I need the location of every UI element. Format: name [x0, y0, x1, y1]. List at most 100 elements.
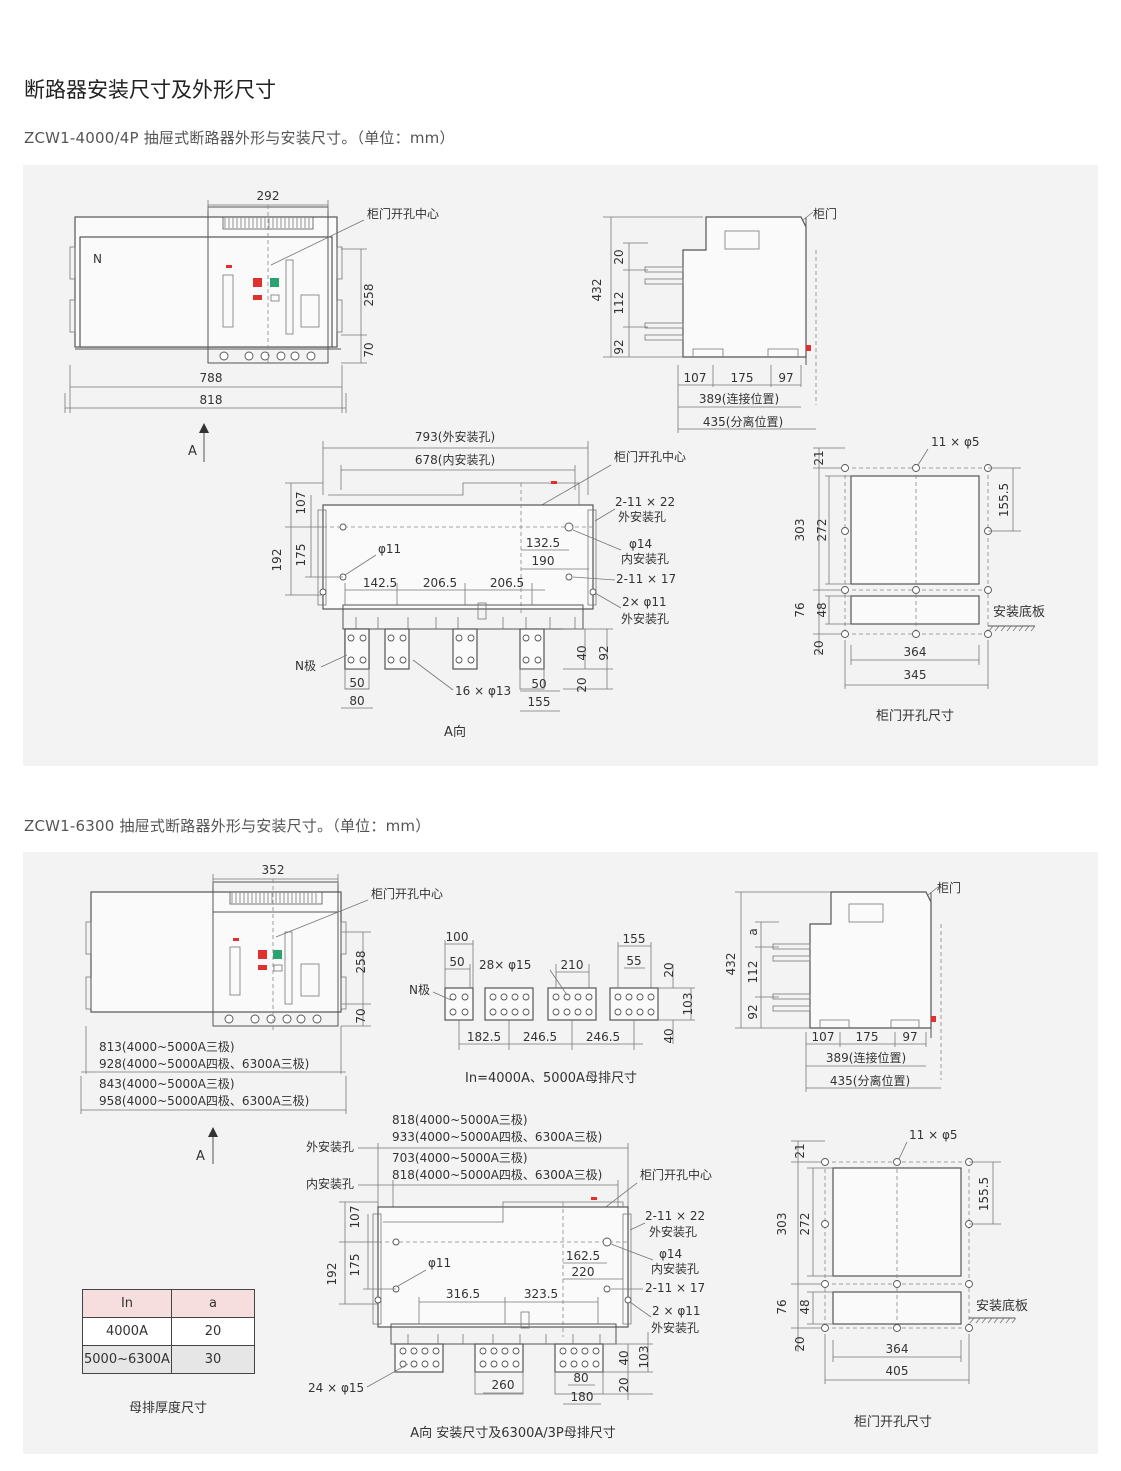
holes-11phi5: 11 × φ5: [931, 435, 980, 449]
dim-364: 364: [904, 645, 927, 659]
dim-303: 303: [775, 1213, 789, 1236]
dim-345: 345: [904, 668, 927, 682]
dim-142-5: 142.5: [363, 576, 397, 590]
dim-40: 40: [617, 1350, 631, 1365]
table-header-in: In: [82, 1289, 172, 1318]
dim-107: 107: [684, 371, 707, 385]
dim-103: 103: [637, 1346, 651, 1369]
inner-hole-label: 内安装孔: [621, 551, 669, 566]
busbar-thickness-table: In a 4000A 20 5000~6300A 30: [82, 1289, 255, 1374]
dim-323-5: 323.5: [524, 1287, 558, 1301]
dim-206-5-a: 206.5: [423, 576, 457, 590]
holes-2phi11: 2× φ11: [622, 595, 667, 609]
base-plate-label: 安装底板: [976, 1298, 1028, 1314]
holes-28phi15: 28× φ15: [479, 958, 531, 972]
holes-16phi13: 16 × φ13: [455, 684, 511, 698]
cutout-caption: 柜门开孔尺寸: [854, 1415, 932, 1430]
cutout-caption: 柜门开孔尺寸: [876, 709, 954, 724]
section2-panel: 352 柜门开孔中心 258 70 813(4000~5000A三极) 928(…: [23, 852, 1098, 1454]
front-view-6300: 352 柜门开孔中心 258 70 813(4000~5000A三极) 928(…: [80, 863, 443, 1164]
door-label: 柜门: [813, 206, 837, 221]
dim-818: 818: [200, 393, 223, 407]
dim-20: 20: [575, 677, 589, 692]
dim-364: 364: [886, 1342, 909, 1356]
page-title: 断路器安装尺寸及外形尺寸: [24, 78, 276, 102]
dim-20: 20: [617, 1377, 631, 1392]
dim-112: 112: [612, 292, 626, 315]
dim-220: 220: [572, 1265, 595, 1279]
dim-92: 92: [612, 339, 626, 354]
dim-155: 155: [623, 932, 646, 946]
dim-272: 272: [798, 1213, 812, 1236]
door-center-label: 柜门开孔中心: [371, 886, 443, 901]
dim-112: 112: [746, 961, 760, 984]
door-center-label: 柜门开孔中心: [640, 1167, 712, 1182]
section1-subtitle: ZCW1-4000/4P 抽屉式断路器外形与安装尺寸。（单位：mm）: [24, 129, 455, 147]
outer-818: 818(4000~5000A三极): [392, 1113, 528, 1127]
dim-175: 175: [294, 544, 308, 567]
side-view-4000: 柜门 432 20 112 92 107 175 97 389(连接位置) 43…: [590, 206, 837, 433]
slot-2-11x17: 2-11 × 17: [616, 572, 676, 586]
holes-2phi11: 2 × φ11: [652, 1304, 701, 1318]
outer-holes-793: 793(外安装孔): [415, 429, 495, 444]
dim-21: 21: [812, 450, 826, 465]
dim-107: 107: [812, 1030, 835, 1044]
dim-258: 258: [354, 951, 368, 974]
inner-holes-label: 内安装孔: [306, 1176, 354, 1191]
dim-a: a: [746, 928, 760, 935]
dim-190: 190: [532, 554, 555, 568]
door-cutout-6300: 11 × φ5 21 303 272 76 48 20 155.5 安装底板 3…: [775, 1128, 1028, 1430]
inner-818: 818(4000~5000A四极、6300A三极): [392, 1168, 602, 1182]
table-cell: 20: [170, 1317, 255, 1346]
dim-258: 258: [362, 284, 376, 307]
dim-432: 432: [590, 279, 604, 302]
inner-703: 703(4000~5000A三极): [392, 1151, 528, 1165]
dim-162-5: 162.5: [566, 1249, 600, 1263]
dim-97: 97: [778, 371, 793, 385]
mounting-view-6300: 818(4000~5000A三极) 933(4000~5000A四极、6300A…: [306, 1113, 712, 1441]
dim-20: 20: [812, 640, 826, 655]
dim-103: 103: [681, 993, 695, 1016]
phi11-label: φ11: [378, 542, 401, 556]
front-view-4000: 292 柜门开孔中心 N 258 70 788 818 A: [64, 189, 439, 462]
outer-hole-label: 外安装孔: [649, 1224, 697, 1239]
dim-155: 155: [528, 695, 551, 709]
width-813: 813(4000~5000A三极): [99, 1040, 235, 1054]
dim-175: 175: [856, 1030, 879, 1044]
door-center-label: 柜门开孔中心: [614, 449, 686, 464]
section1-drawing: 292 柜门开孔中心 N 258 70 788 818 A 柜门: [64, 189, 1045, 740]
base-plate-label: 安装底板: [993, 604, 1045, 620]
connect-position: 389(连接位置): [699, 391, 779, 406]
dim-55: 55: [626, 954, 641, 968]
dim-788: 788: [200, 371, 223, 385]
dim-210: 210: [561, 958, 584, 972]
holes-24phi15: 24 × φ15: [308, 1381, 364, 1395]
dim-316-5: 316.5: [446, 1287, 480, 1301]
inner-holes-678: 678(内安装孔): [415, 452, 495, 467]
n-mark: N: [93, 252, 102, 266]
mount-caption: A向: [444, 724, 466, 740]
outer-hole-label-2: 外安装孔: [621, 611, 669, 626]
dim-50: 50: [349, 676, 364, 690]
open-button-green: [270, 278, 279, 287]
section2-subtitle: ZCW1-6300 抽屉式断路器外形与安装尺寸。（单位：mm）: [24, 817, 431, 835]
table-cell: 4000A: [82, 1317, 172, 1346]
table-cell: 5000~6300A: [82, 1345, 172, 1374]
dim-21: 21: [793, 1143, 807, 1158]
door-center-label: 柜门开孔中心: [367, 206, 439, 221]
table-header-a: a: [170, 1289, 255, 1318]
dim-48: 48: [815, 602, 829, 617]
phi11-label: φ11: [428, 1256, 451, 1270]
dim-132-5: 132.5: [526, 536, 560, 550]
width-928: 928(4000~5000A四极、6300A三极): [99, 1057, 309, 1071]
n-pole-label: N极: [409, 983, 430, 997]
dim-100: 100: [446, 930, 469, 944]
connect-position: 389(连接位置): [826, 1050, 906, 1065]
dim-272: 272: [815, 519, 829, 542]
inner-hole-label: 内安装孔: [651, 1261, 699, 1276]
dim-76: 76: [793, 602, 807, 617]
section2-drawing: 352 柜门开孔中心 258 70 813(4000~5000A三极) 928(…: [80, 863, 1028, 1441]
separate-position: 435(分离位置): [830, 1073, 910, 1088]
dim-175: 175: [348, 1254, 362, 1277]
width-843: 843(4000~5000A三极): [99, 1077, 235, 1091]
